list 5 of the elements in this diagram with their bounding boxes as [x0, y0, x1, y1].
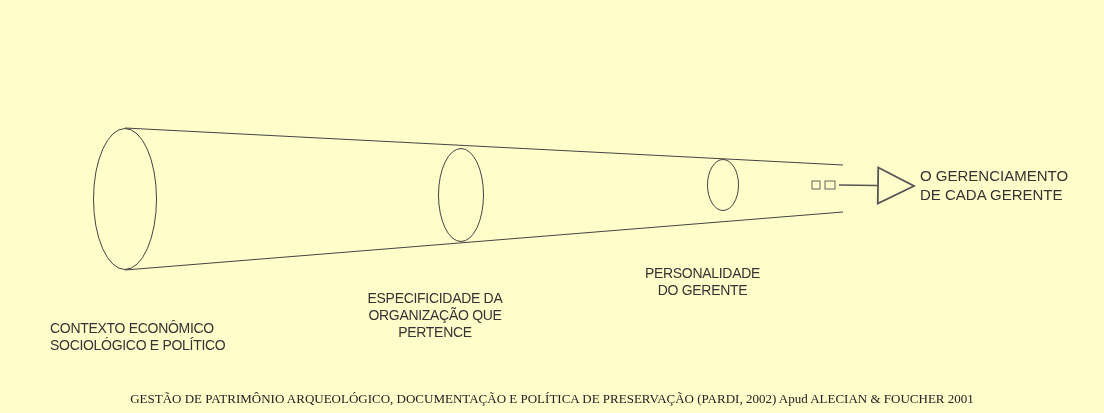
caption: GESTÃO DE PATRIMÔNIO ARQUEOLÓGICO, DOCUMENTAÇÃO E POLÍTICA DE PRESERVAÇÃO (PARDI, 2002) Apud ALECIAN & FOUCHER 2001: [129, 391, 975, 407]
result-label: O GERENCIAMENTO DE CADA GERENTE: [920, 166, 1070, 204]
level-label: PERSONALIDADE DO GERENTE: [643, 265, 762, 299]
level-label: CONTEXTO ECONÔMICO SOCIOLÓGICO E POLÍTICO: [50, 320, 227, 354]
level-label: ESPECIFICIDADE DA ORGANIZAÇÃO QUE PERTENCE: [366, 290, 504, 341]
